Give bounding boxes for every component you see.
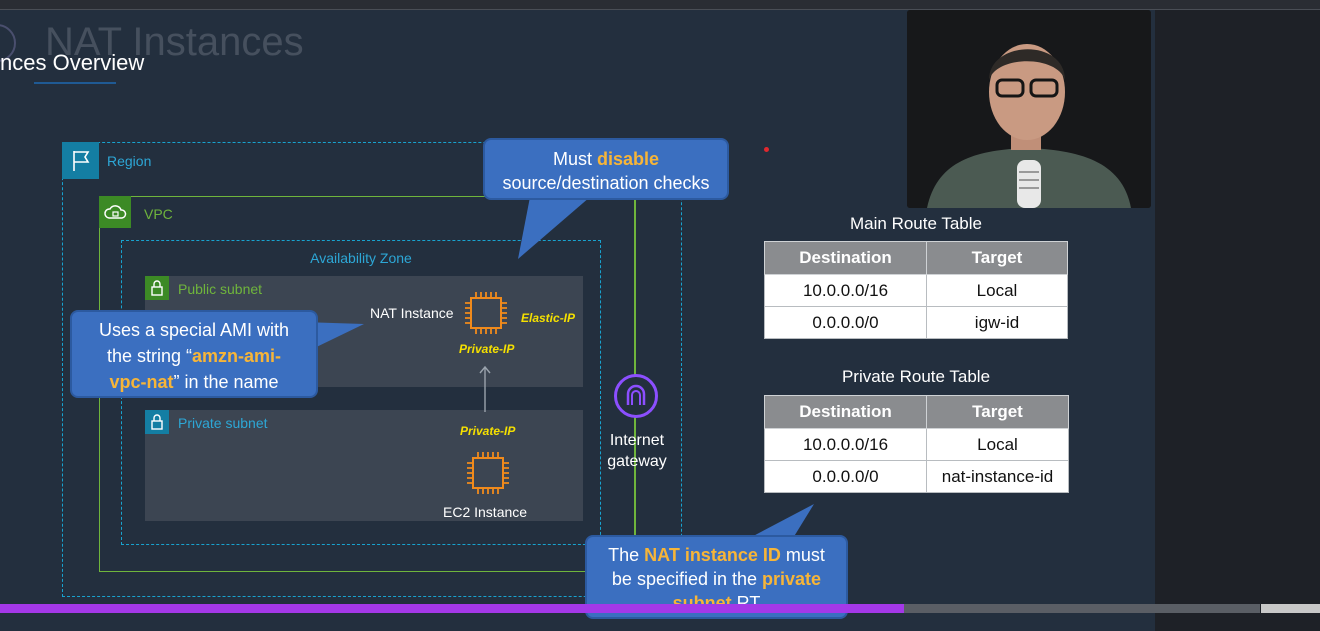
region-label: Region bbox=[107, 153, 152, 169]
table-row: 10.0.0.0/16 Local bbox=[764, 274, 1068, 307]
laser-pointer bbox=[764, 147, 769, 152]
chip-icon bbox=[465, 450, 511, 501]
table-header-row: Destination Target bbox=[764, 395, 1069, 429]
section-title: nces Overview bbox=[0, 50, 145, 75]
internet-gateway-icon bbox=[614, 374, 658, 418]
main-route-table: Destination Target 10.0.0.0/16 Local 0.0… bbox=[764, 241, 1068, 339]
column-header: Destination bbox=[764, 241, 927, 275]
private-route-table-title: Private Route Table bbox=[841, 367, 991, 386]
top-bar bbox=[0, 0, 1320, 10]
progress-fill bbox=[0, 604, 904, 613]
slide-title: NAT Instances bbox=[45, 20, 304, 64]
table-cell: Local bbox=[926, 428, 1069, 461]
internet-gateway-label: Internet gateway bbox=[607, 432, 667, 470]
presenter-webcam bbox=[907, 10, 1151, 208]
lock-icon bbox=[145, 276, 169, 300]
table-header-row: Destination Target bbox=[764, 241, 1068, 275]
vpc-label: VPC bbox=[144, 206, 173, 222]
table-cell: igw-id bbox=[926, 306, 1068, 339]
table-cell: 10.0.0.0/16 bbox=[764, 428, 927, 461]
table-cell: Local bbox=[926, 274, 1068, 307]
private-ip-label: Private-IP bbox=[460, 424, 516, 438]
cloud-lock-icon bbox=[99, 196, 131, 228]
private-subnet-label: Private subnet bbox=[178, 415, 268, 431]
private-subnet-container bbox=[145, 410, 583, 521]
az-label: Availability Zone bbox=[310, 250, 412, 266]
main-route-table-title: Main Route Table bbox=[850, 214, 982, 233]
table-cell: nat-instance-id bbox=[926, 460, 1069, 493]
chip-icon bbox=[463, 290, 509, 341]
column-header: Destination bbox=[764, 395, 927, 429]
progress-buffered bbox=[1261, 604, 1320, 613]
title-underline bbox=[34, 82, 116, 84]
callout-pointer bbox=[518, 197, 590, 259]
lock-icon bbox=[145, 410, 169, 434]
table-row: 0.0.0.0/0 nat-instance-id bbox=[764, 460, 1069, 493]
flag-icon bbox=[62, 142, 99, 179]
table-cell: 10.0.0.0/16 bbox=[764, 274, 927, 307]
column-header: Target bbox=[926, 241, 1068, 275]
table-row: 0.0.0.0/0 igw-id bbox=[764, 306, 1068, 339]
table-row: 10.0.0.0/16 Local bbox=[764, 428, 1069, 461]
column-header: Target bbox=[926, 395, 1069, 429]
callout-pointer bbox=[740, 504, 814, 543]
table-cell: 0.0.0.0/0 bbox=[764, 306, 927, 339]
public-subnet-label: Public subnet bbox=[178, 281, 263, 297]
ec2-instance-label: EC2 Instance bbox=[443, 504, 528, 520]
callout-special-ami: Uses a special AMI with the string “amzn… bbox=[70, 310, 318, 398]
private-ip-label: Private-IP bbox=[459, 342, 515, 356]
table-cell: 0.0.0.0/0 bbox=[764, 460, 927, 493]
callout-disable-checks: Must disable source/destination checks bbox=[483, 138, 729, 200]
player-side-panel bbox=[1155, 10, 1320, 631]
nat-instance-label: NAT Instance bbox=[370, 305, 454, 321]
elastic-ip-label: Elastic-IP bbox=[521, 311, 576, 325]
region-container bbox=[62, 142, 682, 597]
private-route-table: Destination Target 10.0.0.0/16 Local 0.0… bbox=[764, 395, 1069, 493]
arrow-up-icon bbox=[478, 364, 492, 419]
